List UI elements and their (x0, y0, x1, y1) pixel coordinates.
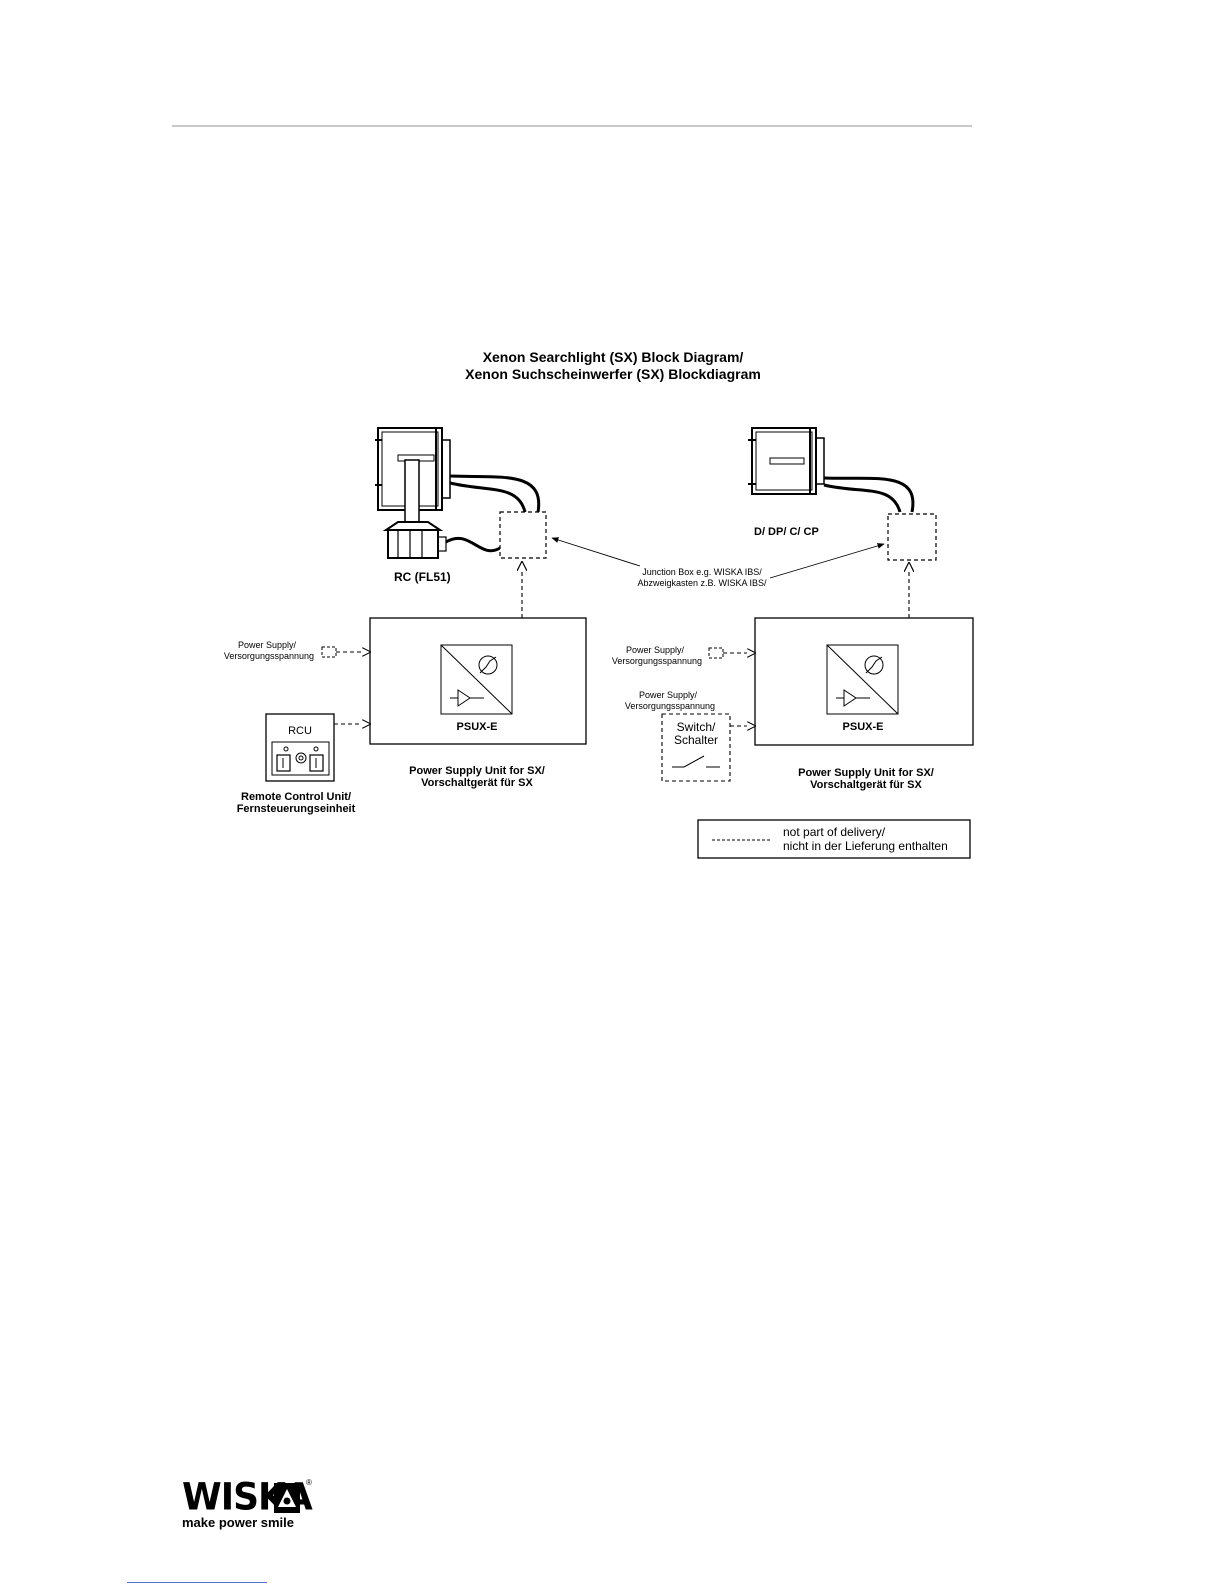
power-supply-left-line2: Versorgungsspannung (224, 651, 314, 661)
rc-searchlight-drawing (375, 427, 541, 559)
header-rule (172, 125, 972, 127)
junction-pointer-left (551, 537, 641, 567)
rcu-caption-line1: Remote Control Unit/ (241, 791, 351, 803)
logo-mark-icon (274, 1483, 300, 1513)
junction-label-line1: Junction Box e.g. WISKA IBS/ (642, 567, 762, 577)
power-fuse-left (321, 646, 337, 658)
junction-box-left (499, 511, 547, 559)
legend-box (697, 819, 971, 859)
switch-label-line1: Switch/ (677, 720, 716, 734)
rcu-caption-line2: Fernsteuerungseinheit (237, 803, 356, 815)
psu-caption-right-line1: Power Supply Unit for SX/ (798, 767, 934, 779)
junction-pointer-right (769, 543, 885, 579)
psu-symbol-right (826, 644, 899, 715)
power-fuse-right (708, 647, 724, 659)
switch-box (661, 713, 731, 782)
legend-text-line2: nicht in der Lieferung enthalten (783, 839, 948, 853)
junction-label-line2: Abzweigkasten z.B. WISKA IBS/ (637, 578, 767, 588)
psu-caption-left-line2: Vorschaltgerät für SX (421, 777, 533, 789)
diagram-title-line2: Xenon Suchscheinwerfer (SX) Blockdiagram (465, 366, 761, 382)
wiska-logo: WISKA ® make power smile (182, 1476, 322, 1530)
psu-label-right: PSUX-E (843, 721, 884, 733)
footer-link-rule (127, 1582, 267, 1583)
dp-device-label: D/ DP/ C/ CP (754, 526, 819, 538)
power-supply-right-line1: Power Supply/ (626, 645, 685, 655)
psu-label-left: PSUX-E (457, 721, 498, 733)
dp-searchlight-drawing (748, 427, 915, 513)
psu-caption-left-line1: Power Supply Unit for SX/ (409, 765, 545, 777)
rc-device-label: RC (FL51) (394, 570, 451, 584)
legend-text-line1: not part of delivery/ (783, 825, 886, 839)
switch-supply-line1: Power Supply/ (639, 690, 698, 700)
diagram-title-line1: Xenon Searchlight (SX) Block Diagram/ (483, 349, 744, 365)
switch-supply-line2: Versorgungsspannung (625, 701, 715, 711)
psu-caption-right-line2: Vorschaltgerät für SX (810, 779, 922, 791)
rcu-panel (271, 741, 330, 776)
switch-label-line2: Schalter (674, 733, 718, 747)
psu-symbol-left (440, 644, 513, 715)
rcu-label: RCU (288, 725, 312, 737)
power-supply-right-line2: Versorgungsspannung (612, 656, 702, 666)
junction-box-right (887, 513, 937, 561)
power-supply-left-line1: Power Supply/ (238, 640, 297, 650)
switch-symbol (672, 755, 720, 768)
logo-registered: ® (306, 1478, 312, 1487)
logo-tagline: make power smile (182, 1515, 294, 1530)
